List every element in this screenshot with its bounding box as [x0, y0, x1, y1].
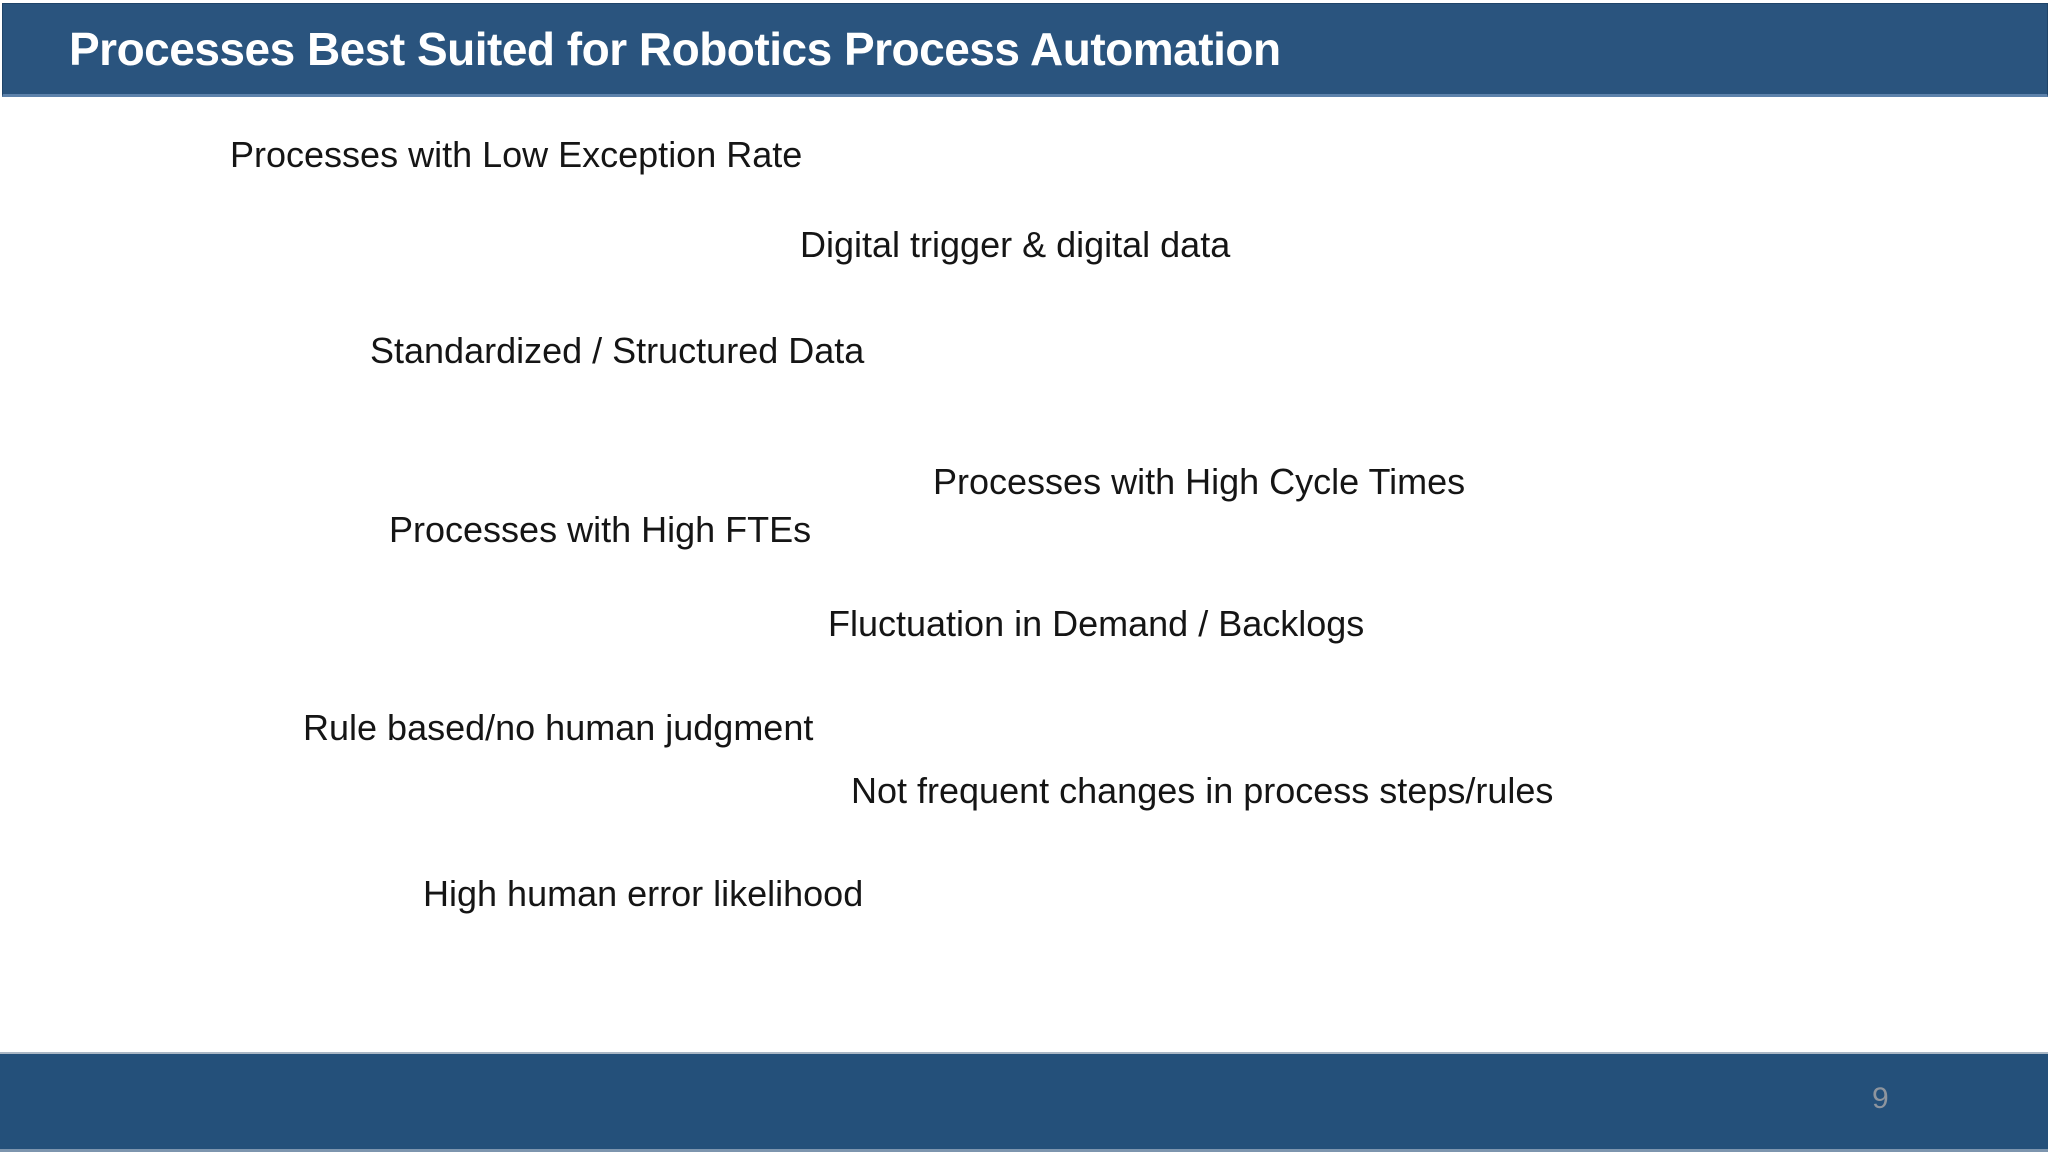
slide-title-bar: Processes Best Suited for Robotics Proce… [2, 3, 2048, 97]
slide-text-item: Processes with High Cycle Times [933, 461, 1466, 502]
slide-text-item: Processes with Low Exception Rate [230, 134, 803, 175]
slide-title: Processes Best Suited for Robotics Proce… [69, 23, 1281, 75]
slide-footer-bar: 9 [0, 1052, 2048, 1152]
slide-text-item: Processes with High FTEs [389, 509, 812, 550]
page-number: 9 [1872, 1082, 1889, 1115]
slide-text-item: High human error likelihood [423, 873, 864, 914]
slide-bottom-edge [0, 1149, 2048, 1152]
slide-text-item: Digital trigger & digital data [800, 224, 1231, 265]
slide-text-item: Not frequent changes in process steps/ru… [851, 770, 1554, 811]
slide-text-item: Fluctuation in Demand / Backlogs [828, 603, 1365, 644]
slide-text-item: Standardized / Structured Data [370, 330, 865, 371]
slide-text-item: Rule based/no human judgment [303, 707, 814, 748]
